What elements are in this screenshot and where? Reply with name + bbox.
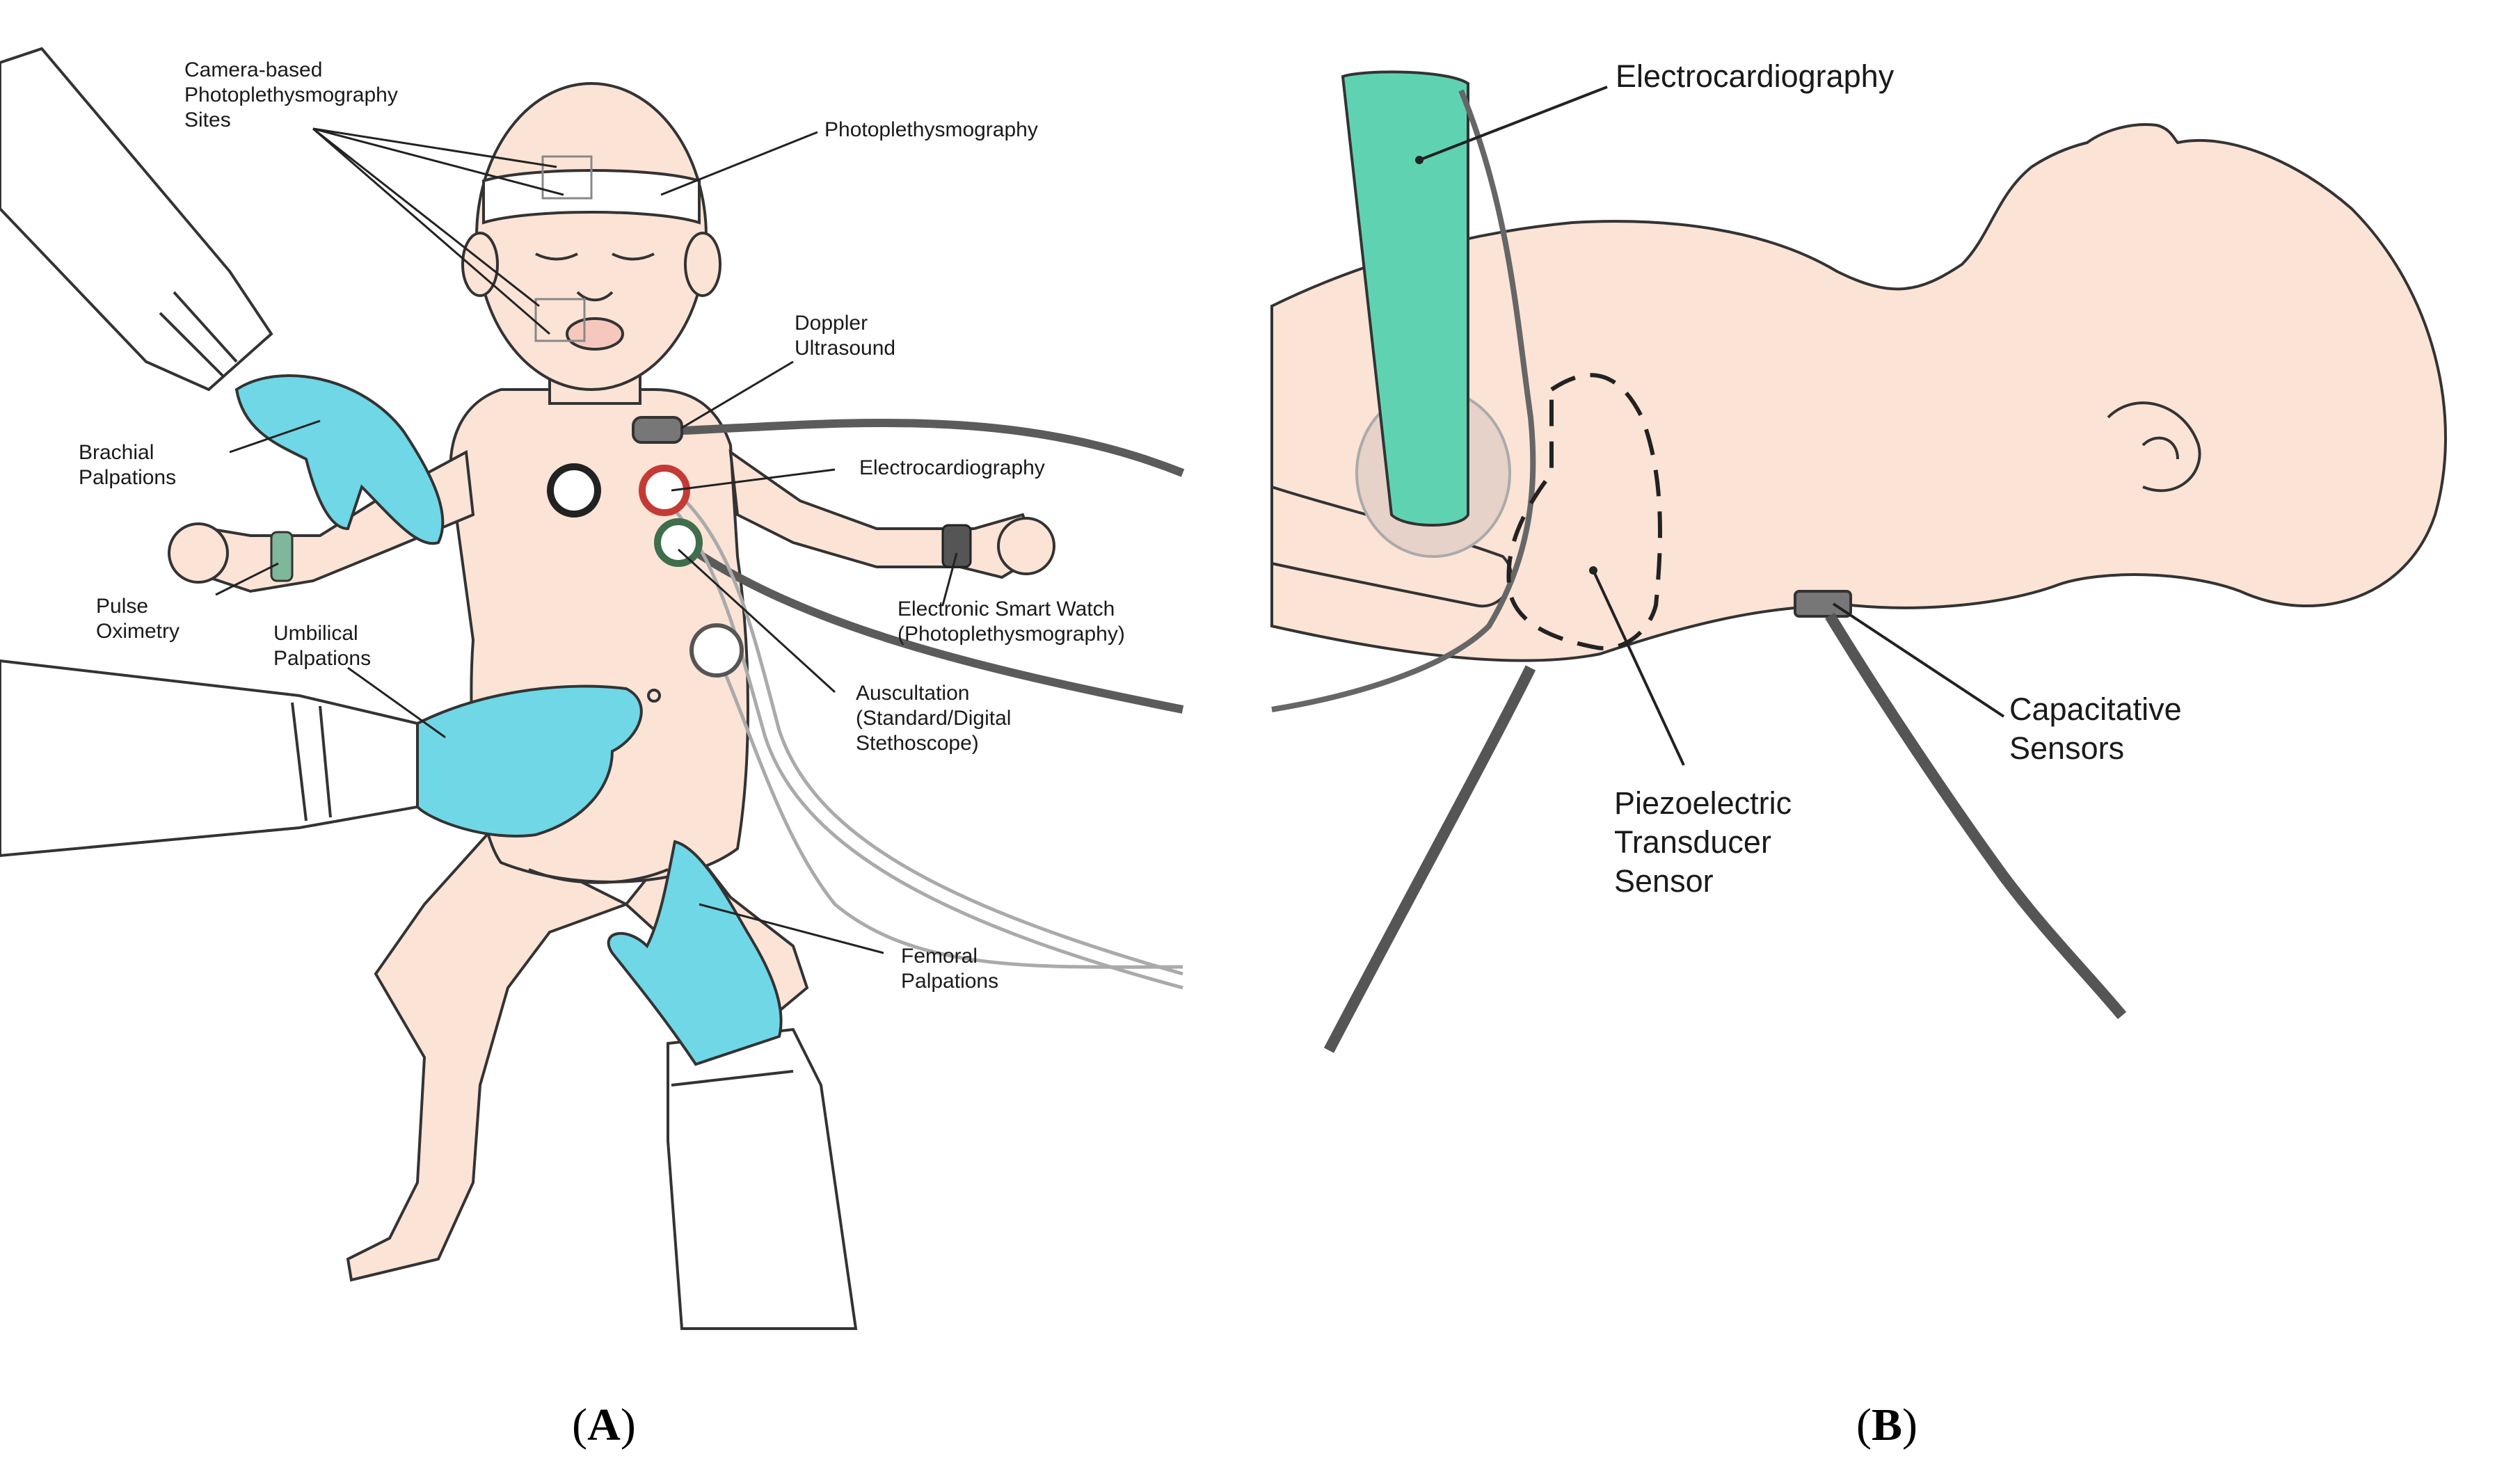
label-doppler: Doppler Ultrasound — [795, 312, 895, 360]
label-piezo: Piezoelectric Transducer Sensor — [1614, 785, 1801, 899]
label-umbilical: Umbilical Palpations — [273, 622, 371, 670]
stethoscope-chestpiece — [689, 623, 744, 678]
label-smartwatch: Electronic Smart Watch (Photoplethysmogr… — [898, 598, 1125, 646]
leaders-panel-a — [215, 127, 958, 954]
capacitive-sensor — [1794, 590, 1852, 618]
cheek-roi — [534, 298, 586, 342]
labels-panel-b: Electrocardiography Capacitative Sensors… — [1614, 58, 2190, 899]
sensor-cables — [646, 418, 1185, 990]
piezo-sensor-region — [1506, 373, 1662, 650]
label-capacitive: Capacitative Sensors — [2009, 691, 2190, 766]
brachial-glove — [234, 374, 445, 545]
ecg-electrode-green — [654, 518, 703, 567]
lower-left-sleeve — [0, 659, 419, 858]
panel-b-letter: (B) — [1856, 1400, 1917, 1450]
label-auscultation: Auscultation (Standard/Digital Stethosco… — [856, 682, 1017, 755]
label-ecg-a: Electrocardiography — [859, 456, 1045, 479]
pulse-oximeter-band — [270, 531, 294, 582]
camera-roi-boxes — [534, 155, 593, 342]
panel-b-illustration: Electrocardiography Capacitative Sensors… — [1270, 58, 2447, 1450]
ecg-electrode-band — [1341, 70, 1469, 527]
bottom-sleeve — [667, 1027, 858, 1330]
umbilical-glove — [416, 684, 643, 838]
femoral-glove — [607, 840, 783, 1066]
doppler-probe — [632, 416, 683, 444]
label-camera-ppg: Camera-based Photoplethysmography Sites — [184, 58, 404, 131]
label-brachial: Brachial Palpations — [79, 441, 176, 489]
leaders-panel-b — [1419, 86, 2005, 766]
label-ppg: Photoplethysmography — [824, 118, 1038, 141]
label-ecg-b: Electrocardiography — [1616, 58, 1895, 94]
ecg-electrode-white — [547, 463, 601, 518]
label-femoral: Femoral Palpations — [901, 945, 998, 993]
smart-watch — [941, 524, 972, 568]
gloves — [234, 374, 783, 1066]
panel-a-letter: (A) — [572, 1400, 636, 1450]
label-pulse-oximetry: Pulse Oximetry — [96, 595, 180, 643]
ecg-electrode-red — [639, 465, 690, 516]
labels-panel-a: Camera-based Photoplethysmography Sites … — [79, 58, 1125, 993]
forehead-roi — [541, 155, 593, 200]
upper-left-sleeve — [0, 47, 273, 392]
sensors-panel-a — [270, 416, 972, 678]
panel-a-illustration: Camera-based Photoplethysmography Sites … — [0, 47, 1185, 1450]
